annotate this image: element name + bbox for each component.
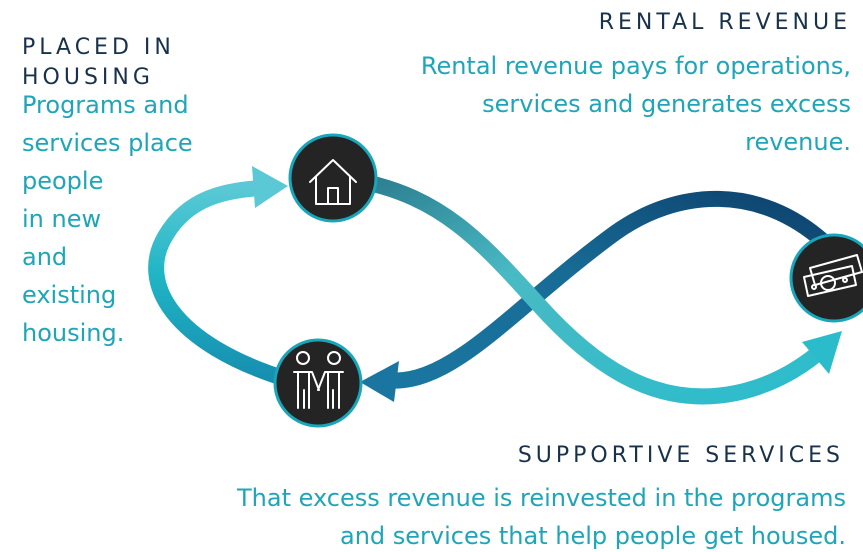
home-node (288, 133, 378, 223)
supportive-services-description-line-2: and services that help people get housed… (339, 522, 846, 550)
placed-in-housing-description-line-6: existing (22, 281, 117, 309)
rental-revenue-title: RENTAL REVENUE (598, 10, 851, 35)
cycle-arrow-down-head (360, 361, 399, 402)
people-node (273, 338, 363, 428)
house-icon (309, 159, 357, 205)
money-node (789, 233, 863, 323)
supportive-services-title: SUPPORTIVE SERVICES (517, 443, 844, 468)
cycle-arrow-up-head (252, 166, 288, 208)
rental-revenue-description: Rental revenue pays for operations, serv… (350, 47, 851, 161)
rental-revenue-description-line-3: revenue. (745, 128, 851, 156)
placed-in-housing-title: PLACED IN HOUSING (22, 35, 175, 90)
cycle-arrow-up (148, 180, 294, 387)
handshake-icon (293, 351, 344, 409)
placed-in-housing-description-line-7: housing. (22, 319, 125, 347)
supportive-services-description: That excess revenue is reinvested in the… (140, 479, 846, 552)
placed-in-housing-description-line-2: services place (22, 129, 193, 157)
placed-in-housing-description-line-5: and (22, 243, 68, 271)
money-icon (803, 254, 863, 297)
placed-in-housing-description: Programs and services place people in ne… (22, 86, 242, 352)
placed-in-housing-description-line-4: in new (22, 205, 102, 233)
cycle-arrow-right-head (802, 331, 842, 374)
supportive-services-description-line-1: That excess revenue is reinvested in the… (237, 484, 846, 512)
placed-in-housing-description-line-3: people (22, 167, 104, 195)
cycle-arrow-down (378, 190, 832, 389)
rental-revenue-description-line-2: services and generates excess (482, 90, 851, 118)
placed-in-housing-description-line-1: Programs and (22, 91, 189, 119)
rental-revenue-description-line-1: Rental revenue pays for operations, (420, 52, 851, 80)
cycle-arrow-right (352, 173, 825, 405)
